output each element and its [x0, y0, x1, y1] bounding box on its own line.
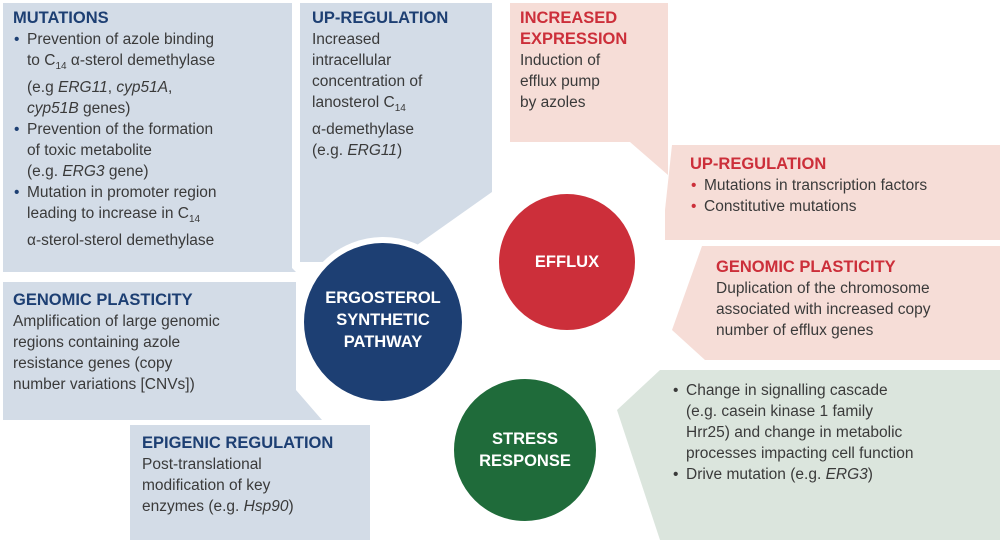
epigenic-regulation-box: EPIGENIC REGULATION Post-translational m…: [142, 433, 370, 517]
genomic-plasticity-blue-panel: [3, 282, 322, 420]
increased-expression-box: INCREASED EXPRESSION Induction of efflux…: [520, 8, 668, 113]
text: processes impacting cell function: [686, 445, 914, 462]
text: (e.g. casein kinase 1 family: [686, 403, 873, 420]
line: Amplification of large genomic: [13, 313, 220, 330]
line: resistance genes (copy: [13, 355, 173, 372]
text: lanosterol C: [312, 94, 395, 111]
line: number variations [CNVs]): [13, 376, 195, 393]
line: by azoles: [520, 94, 586, 111]
efflux-label: EFFLUX: [534, 253, 600, 271]
line: Induction of: [520, 52, 601, 69]
text: concentration of: [312, 73, 423, 90]
gene-name: Hsp90: [243, 498, 289, 515]
mutations-item-azole-binding: Prevention of azole binding to C14 α-ste…: [13, 29, 293, 119]
efflux-circle: [493, 188, 641, 336]
text: leading to increase in C: [27, 205, 189, 223]
text: ,: [107, 79, 117, 97]
up-regulation-red-box: UP-REGULATION Mutations in transcription…: [690, 154, 995, 217]
stress-response-label: STRESS RESPONSE: [465, 428, 585, 472]
stress-label-line2: RESPONSE: [479, 452, 571, 470]
up-regulation-blue-box: UP-REGULATION Increased intracellular co…: [312, 8, 492, 161]
stress-label-line1: STRESS: [491, 430, 559, 448]
text: (e.g.: [312, 142, 348, 160]
stress-response-box: Change in signalling cascade (e.g. casei…: [672, 380, 997, 485]
text: α-demethylase: [312, 121, 415, 139]
text: α-sterol demethylase: [66, 52, 216, 69]
mutations-box: MUTATIONS Prevention of azole binding to…: [13, 8, 293, 251]
line: regions containing azole: [13, 334, 181, 351]
text: of toxic metabolite: [27, 142, 152, 160]
ergosterol-circle: [298, 237, 468, 407]
increased-expression-title-line1: INCREASED: [520, 9, 618, 27]
gene-name: ERG3: [62, 163, 105, 181]
increased-expression-panel: [510, 3, 668, 175]
text: Prevention of azole binding: [27, 31, 214, 48]
subscript: 14: [55, 61, 67, 73]
text: ): [867, 466, 873, 483]
text: ): [397, 142, 403, 160]
line: Duplication of the chromosome: [716, 280, 930, 297]
genomic-plasticity-red-title: GENOMIC PLASTICITY: [716, 258, 896, 276]
up-regulation-red-list: Mutations in transcription factors Const…: [690, 175, 995, 217]
subscript: 14: [394, 103, 406, 115]
text: Increased: [312, 31, 381, 48]
ergosterol-label: ERGOSTEROL SYNTHETIC PATHWAY: [313, 287, 453, 353]
text: (e.g.: [27, 163, 63, 181]
mutations-item-toxic-metabolite: Prevention of the formation of toxic met…: [13, 119, 293, 182]
mutations-list: Prevention of azole binding to C14 α-ste…: [13, 29, 293, 251]
line: modification of key: [142, 477, 271, 494]
increased-expression-title-line2: EXPRESSION: [520, 30, 628, 48]
gene-name: ERG3: [825, 466, 868, 483]
genomic-plasticity-red-panel: [672, 246, 1000, 360]
text: α-sterol-sterol demethylase: [27, 232, 215, 250]
line: Post-translational: [142, 456, 262, 473]
line: enzymes (e.g. Hsp90): [142, 496, 370, 517]
gene-name: cyp51A: [116, 79, 169, 97]
stress-item-signalling: Change in signalling cascade (e.g. casei…: [672, 380, 997, 464]
epigenic-regulation-title: EPIGENIC REGULATION: [142, 434, 334, 452]
genomic-plasticity-blue-box: GENOMIC PLASTICITY Amplification of larg…: [13, 290, 298, 395]
text: Change in signalling cascade: [686, 382, 888, 399]
line: number of efflux genes: [716, 322, 874, 339]
text: intracellular: [312, 52, 392, 69]
text: (e.g: [27, 79, 59, 97]
ergosterol-label-line3: PATHWAY: [343, 333, 423, 351]
gene-name: cyp51B: [27, 100, 79, 118]
line: efflux pump: [520, 73, 600, 90]
list-item: Mutations in transcription factors: [690, 175, 995, 196]
text: Hrr25) and change in metabolic: [686, 424, 903, 441]
up-regulation-red-title: UP-REGULATION: [690, 155, 827, 173]
stress-response-list: Change in signalling cascade (e.g. casei…: [672, 380, 997, 485]
text: enzymes (e.g.: [142, 498, 244, 515]
mutations-item-promoter-region: Mutation in promoter region leading to i…: [13, 182, 293, 251]
stress-item-drive-mutation: Drive mutation (e.g. ERG3): [672, 464, 997, 485]
ergosterol-label-line1: ERGOSTEROL: [325, 289, 441, 307]
genomic-plasticity-blue-title: GENOMIC PLASTICITY: [13, 291, 193, 309]
subscript: 14: [189, 214, 201, 226]
text: Drive mutation (e.g.: [686, 466, 826, 483]
text: Mutation in promoter region: [27, 184, 217, 202]
genomic-plasticity-red-box: GENOMIC PLASTICITY Duplication of the ch…: [716, 257, 998, 341]
up-regulation-blue-text: Increased intracellular concentration of…: [312, 29, 492, 161]
line: associated with increased copy: [716, 301, 931, 318]
gene-name: ERG11: [347, 142, 398, 160]
epigenic-regulation-panel: [130, 425, 370, 540]
ergosterol-label-line2: SYNTHETIC: [336, 311, 430, 329]
text: Prevention of the formation: [27, 121, 214, 139]
up-regulation-blue-panel: [300, 3, 492, 262]
text: gene): [104, 163, 149, 181]
mutations-title: MUTATIONS: [13, 9, 109, 27]
text: to C: [27, 52, 56, 69]
list-item: Constitutive mutations: [690, 196, 995, 217]
gene-name: ERG11: [58, 79, 108, 97]
stress-response-circle: [448, 373, 602, 527]
text: genes): [78, 100, 131, 118]
text: ): [288, 498, 294, 515]
up-regulation-blue-title: UP-REGULATION: [312, 9, 449, 27]
text: ,: [168, 79, 173, 97]
